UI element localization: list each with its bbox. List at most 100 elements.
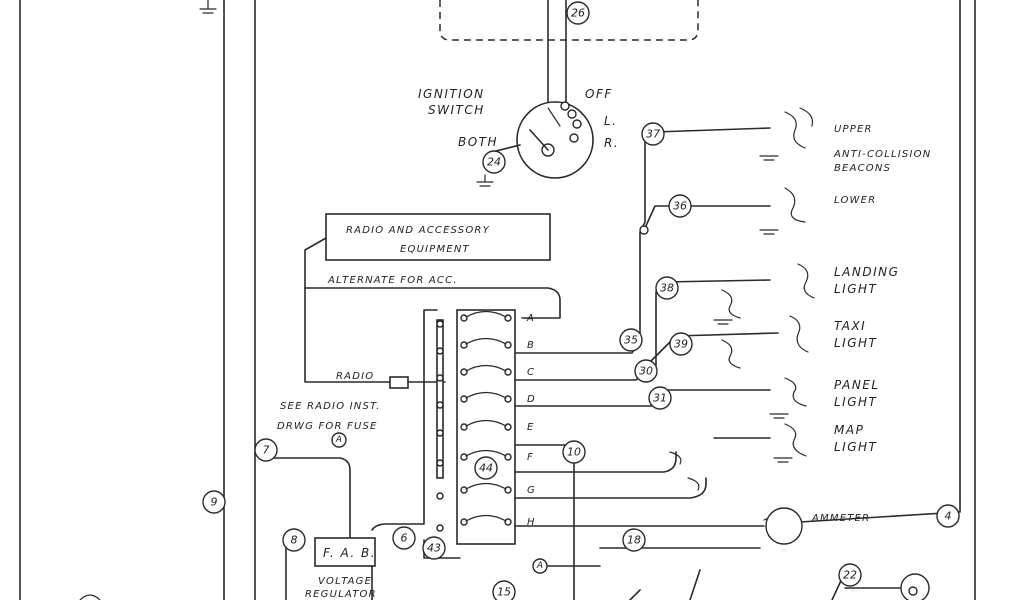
wire-number-text: 4	[945, 510, 952, 523]
wire-number-38: 38	[655, 276, 679, 300]
radio-accessory-box	[325, 213, 551, 261]
regulator-label: REGULATOR	[305, 589, 377, 600]
breaker-letter-a: A	[526, 313, 534, 324]
wire-36-lower-beacon	[644, 205, 771, 229]
off-label: OFF	[585, 87, 613, 101]
alternate-acc-wire	[304, 287, 561, 319]
wire-number-39: 39	[669, 332, 693, 356]
wire-number-44: 44	[474, 456, 498, 480]
breaker-row-f: F	[436, 449, 533, 467]
radio-label: RADIO	[336, 371, 374, 382]
wire-number-24: 24	[482, 150, 506, 174]
wire-number-26: 26	[566, 1, 590, 25]
alternate-acc-label: ALTERNATE FOR ACC.	[327, 275, 458, 286]
breaker-letter-b: B	[527, 340, 534, 351]
wire-number-37: 37	[641, 122, 665, 146]
upper-label: UPPER	[834, 124, 873, 135]
wire-number-text: 38	[660, 282, 674, 295]
wire-number-text: 43	[427, 542, 441, 555]
radio-fuse	[389, 376, 409, 389]
wire-number-text: 8	[291, 534, 298, 547]
wire-31-panel	[514, 389, 771, 407]
wire-number-text: 10	[567, 446, 581, 459]
breaker-letter-g: G	[527, 485, 535, 496]
anti-collision-label: ANTI-COLLISION	[833, 149, 931, 160]
landing-light-label: LIGHT	[834, 282, 878, 296]
lower-label: LOWER	[834, 195, 876, 206]
breaker-row-h: H	[436, 514, 535, 532]
see-radio-label: SEE RADIO INST.	[280, 401, 381, 412]
radio-box-line1: RADIO AND ACCESSORY	[346, 225, 490, 236]
wire-number-30: 30	[634, 359, 658, 383]
breaker-letter-c: C	[527, 367, 534, 378]
breaker-letter-f: F	[527, 452, 533, 463]
left-mag-label: L.	[604, 114, 618, 128]
breaker-row-g: G	[436, 482, 535, 500]
taxi-label: TAXI	[834, 319, 866, 333]
wire-number-text: 15	[497, 586, 511, 599]
wire-number-18: 18	[622, 528, 646, 552]
wire-g-feed	[514, 477, 707, 499]
wire-38-landing	[514, 279, 771, 381]
wire-number-text: 37	[646, 128, 660, 141]
radio-feed-wire	[304, 237, 396, 383]
note-circle-a-lower: A	[532, 558, 548, 574]
wire-number-31: 31	[648, 386, 672, 410]
map-label: MAP	[834, 423, 864, 437]
fab-box	[314, 537, 376, 567]
breaker-row-d: D	[436, 391, 535, 409]
wire-number-6: 6	[392, 526, 416, 550]
wire-number-text: 7	[263, 444, 270, 457]
breaker-row-e: E	[436, 419, 534, 437]
wire-number-36: 36	[668, 194, 692, 218]
breaker-letter-h: H	[527, 517, 535, 528]
wire-4	[799, 499, 961, 523]
wire-number-text: 35	[624, 334, 638, 347]
wire-number-15: 15	[492, 580, 516, 600]
wire-number-8: 8	[282, 528, 306, 552]
panel-light-label: LIGHT	[834, 395, 878, 409]
ignition-ground-symbol	[476, 174, 494, 187]
wire-number-35: 35	[619, 328, 643, 352]
wire-number-text: 18	[627, 534, 641, 547]
breaker-bus-bar	[436, 319, 444, 479]
fuse-drawing-label: DRWG FOR FUSE	[277, 421, 378, 432]
wire-number-4: 4	[936, 504, 960, 528]
load-ground-symbols	[713, 155, 793, 463]
wire-number-text: 36	[673, 200, 687, 213]
ignition-switch	[516, 101, 594, 179]
both-label: BOTH	[458, 135, 498, 149]
beacons-label: BEACONS	[834, 163, 891, 174]
breaker-row-a: A	[436, 310, 534, 328]
load-symbols	[669, 107, 815, 545]
wire-number-text: 22	[843, 569, 857, 582]
wire-number-text: 6	[401, 532, 408, 545]
wire-10	[514, 444, 575, 600]
wire-f-feed	[514, 451, 677, 473]
wire-number-text: 44	[479, 462, 493, 475]
wire-number-10: 10	[562, 440, 586, 464]
voltage-label: VOLTAGE	[318, 576, 372, 587]
wire-6	[371, 309, 438, 531]
wire-number-text: 30	[639, 365, 653, 378]
ammeter-label: AMMETER	[811, 513, 870, 524]
ignition-label: IGNITION	[418, 87, 485, 101]
radio-box-line2: EQUIPMENT	[400, 244, 470, 255]
top-ground-symbol	[199, 0, 217, 14]
wire-39-taxi	[639, 332, 779, 373]
wire-number-text: 39	[674, 338, 688, 351]
breaker-letter-e: E	[527, 422, 534, 433]
map-light-label: LIGHT	[834, 440, 878, 454]
wire-7	[267, 457, 351, 539]
taxi-light-label: LIGHT	[834, 336, 878, 350]
wire-number-43: 43	[422, 536, 446, 560]
breaker-row-c: C	[436, 364, 534, 382]
fab-label: F. A. B.	[323, 546, 376, 560]
svg-text:A: A	[536, 561, 543, 571]
breaker-letter-d: D	[527, 394, 535, 405]
wire-number-22: 22	[838, 563, 862, 587]
wire-number-text: 31	[653, 392, 667, 405]
svg-text:A: A	[335, 435, 342, 445]
